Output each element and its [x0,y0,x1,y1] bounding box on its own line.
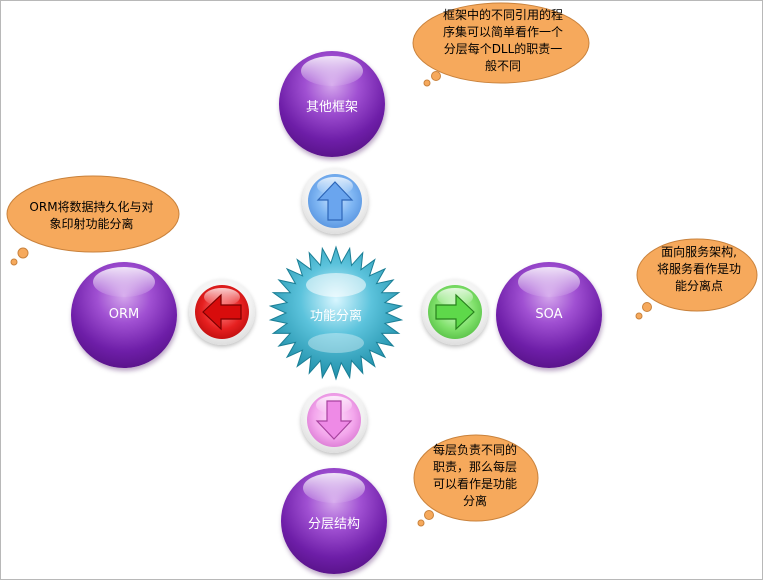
note-left-line: 象印射功能分离 [49,217,134,231]
note-bottom-line: 可以看作是功能 [432,477,517,491]
node-layered-structure[interactable]: 分层结构 [281,468,387,574]
note-top-line: 分层每个DLL的职责一 [443,42,563,56]
node-label: 分层结构 [307,517,360,532]
arrow-left-icon [202,293,242,331]
center-starburst [268,245,404,381]
note-left-line: ORM将数据持久化与对 [29,200,154,214]
arrow-down-icon [315,400,353,440]
note-top: 框架中的不同引用的程 序集可以简单看作一个 分层每个DLL的职责一 般不同 [423,7,583,75]
note-right-line: 面向服务架构, [661,245,737,259]
note-bottom: 每层负责不同的 职责，那么每层 可以看作是功能 分离 [415,442,535,510]
arrow-down-button[interactable] [301,387,367,453]
node-label: SOA [535,307,563,322]
arrow-left-button[interactable] [189,279,255,345]
note-top-line: 序集可以简单看作一个 [442,25,563,39]
arrow-right-button[interactable] [422,279,488,345]
node-label: 其他框架 [305,100,358,115]
note-bottom-line: 每层负责不同的 [432,443,517,457]
note-cloud-right [635,238,758,320]
note-left: ORM将数据持久化与对 象印射功能分离 [9,199,174,233]
note-bottom-line: 职责，那么每层 [432,460,517,474]
node-other-frameworks[interactable]: 其他框架 [279,51,385,157]
note-right-line: 能分离点 [674,279,723,293]
arrow-right-icon [435,293,475,331]
note-top-line: 框架中的不同引用的程 [442,8,563,22]
note-bottom-line: 分离 [462,494,487,508]
note-right-line: 将服务看作是功 [656,262,741,276]
note-cloud-top [412,2,590,87]
arrow-up-button[interactable] [302,168,368,234]
node-label: ORM [108,307,140,322]
arrow-up-icon [316,181,354,221]
note-right: 面向服务架构, 将服务看作是功 能分离点 [639,244,759,295]
note-cloud-bottom [413,434,539,527]
center-label: 功能分离 [309,309,362,324]
note-cloud-left [6,175,180,266]
node-soa[interactable]: SOA [496,262,602,368]
note-top-line: 般不同 [484,59,521,73]
node-orm[interactable]: ORM [71,262,177,368]
